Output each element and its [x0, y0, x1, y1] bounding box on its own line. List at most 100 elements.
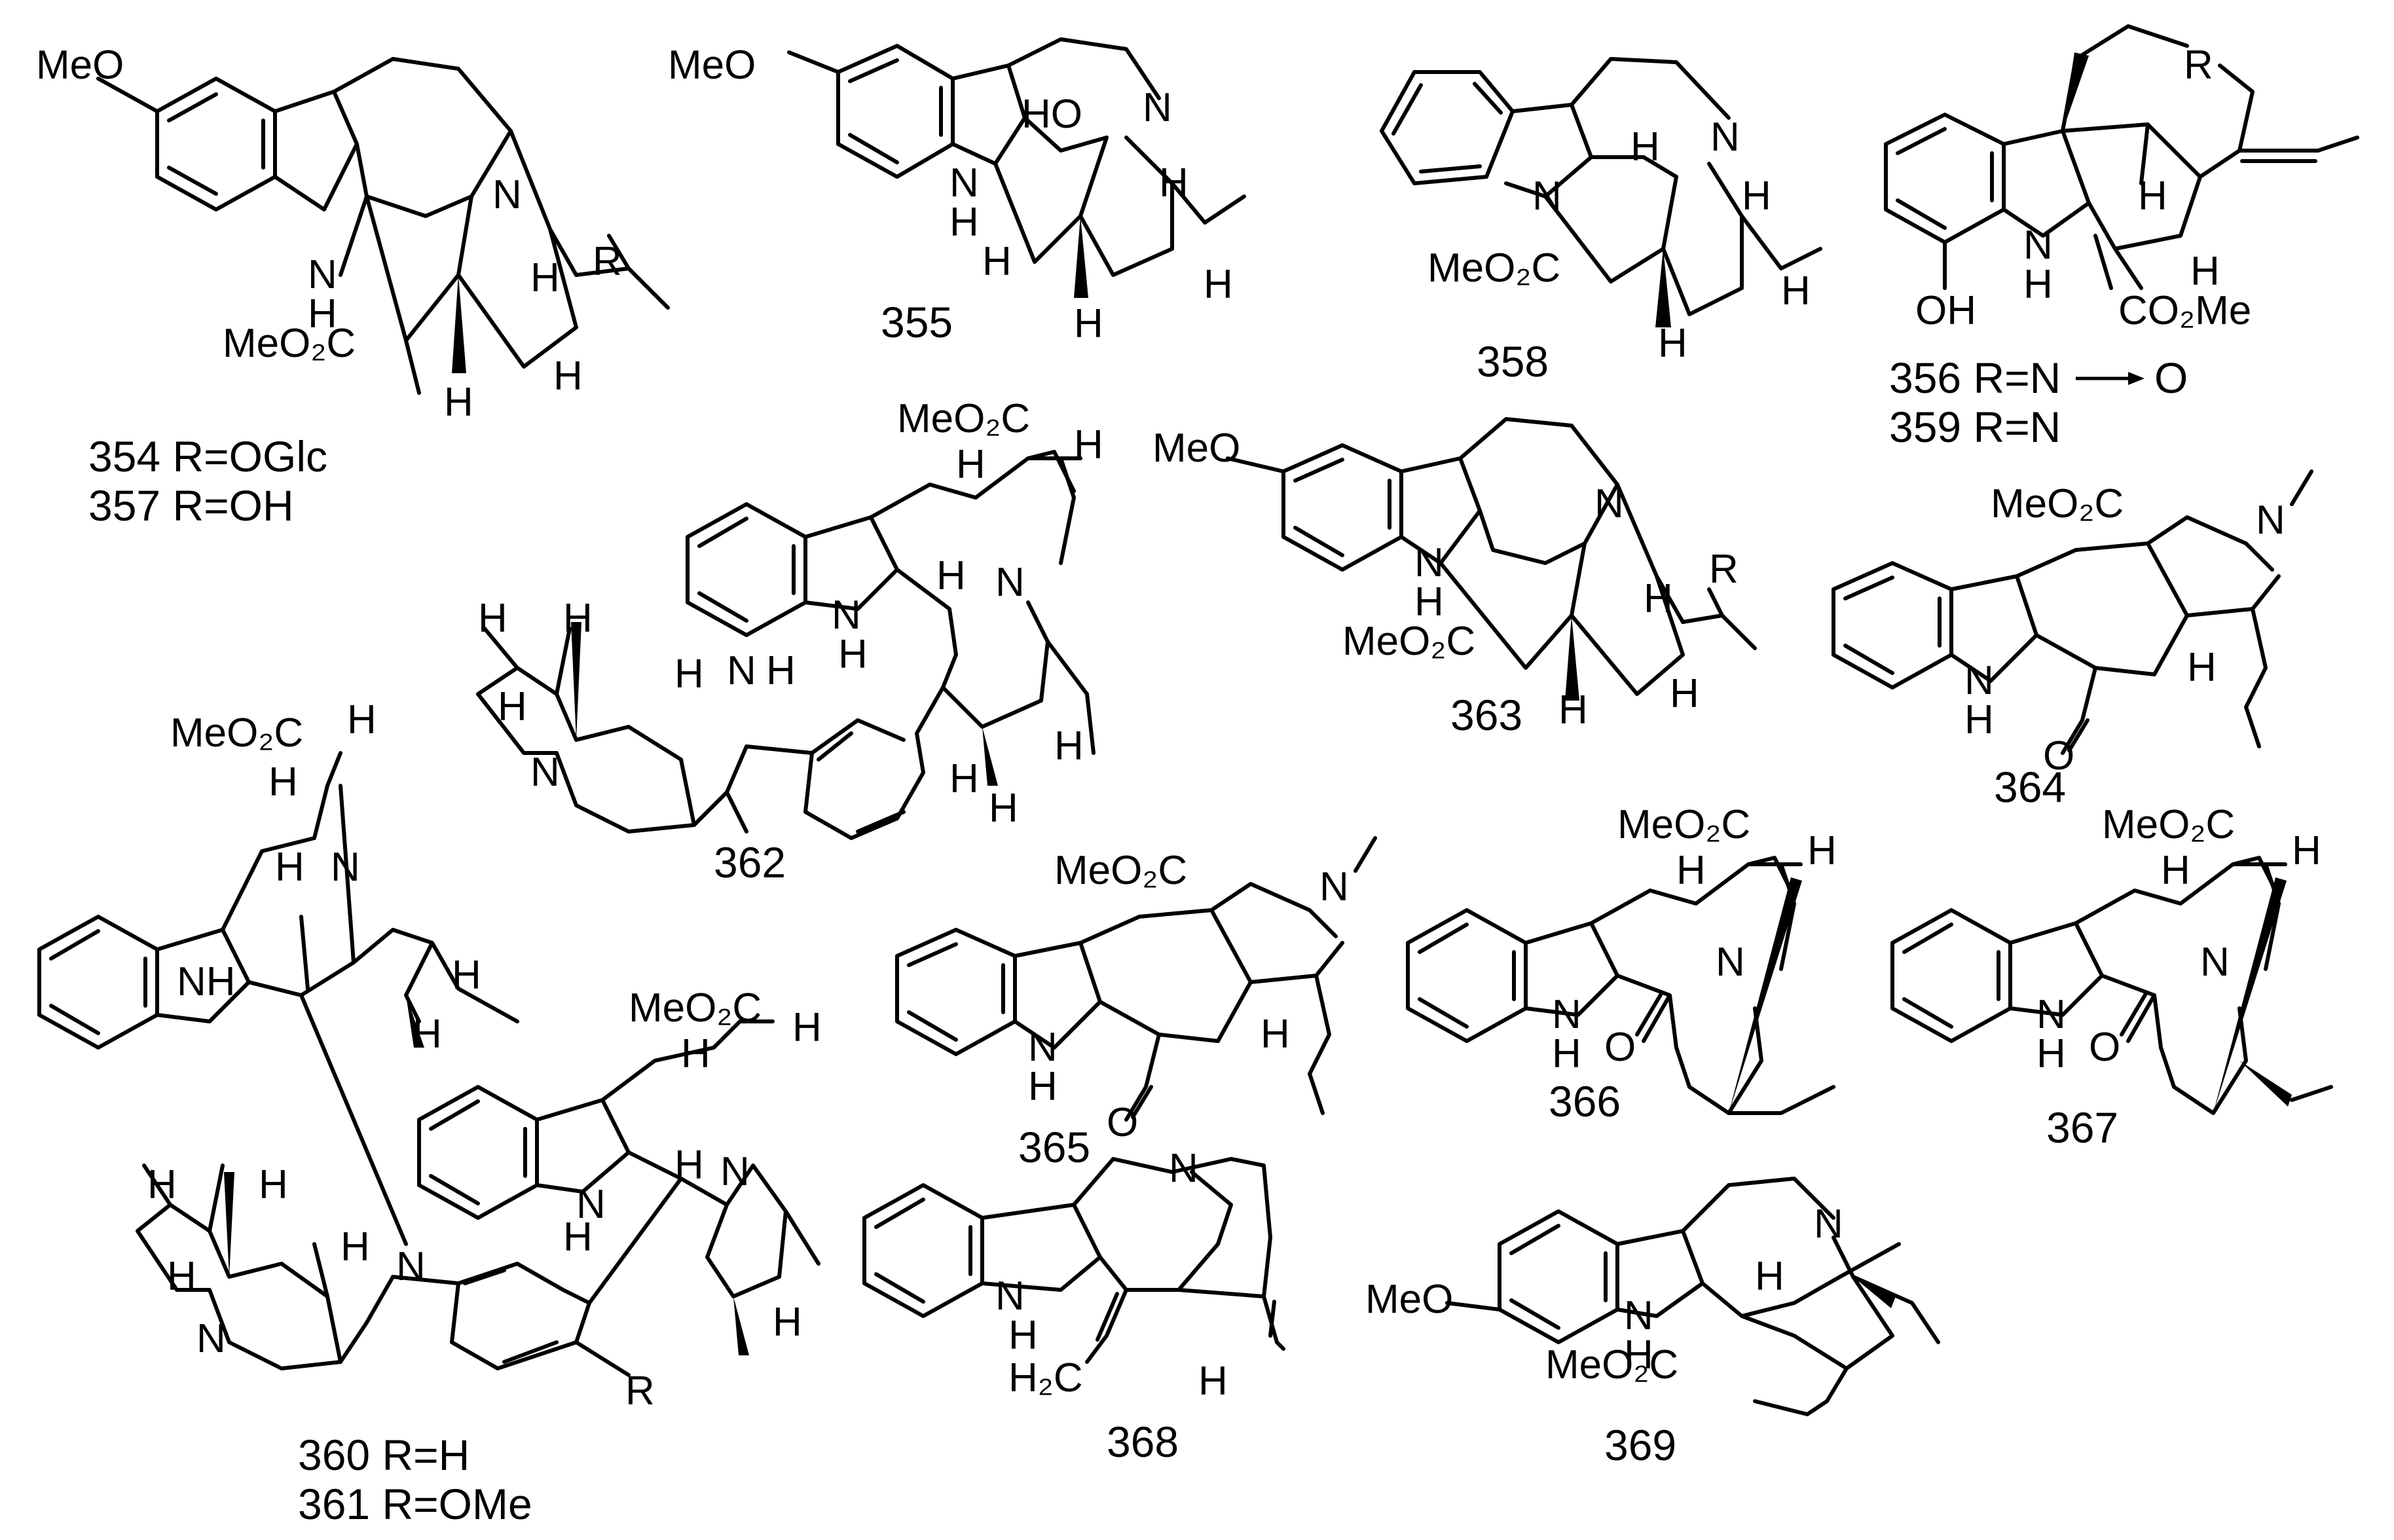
- nh-h-label: H: [563, 1215, 593, 1260]
- h-label: H: [530, 255, 560, 301]
- h-label: H: [1054, 724, 1084, 769]
- nh-h-label: H: [1624, 1332, 1653, 1378]
- n-label: N: [1143, 85, 1172, 130]
- wedge-bond: [224, 1172, 234, 1277]
- h-label: H: [167, 1254, 196, 1299]
- h-label: H: [2190, 249, 2220, 294]
- h-label: H: [989, 786, 1018, 831]
- n-label: N: [2200, 940, 2230, 985]
- compound-356: R H N H H OH CO₂Me 356 R=N O 359 R=N: [1884, 24, 2359, 451]
- n-label: N: [995, 560, 1025, 605]
- ester-label: MeO₂C: [897, 396, 1030, 441]
- wedge-bond: [406, 995, 424, 1048]
- o-label: O: [1107, 1100, 1138, 1145]
- wedge-bond: [1074, 216, 1088, 298]
- methoxy-label: MeO: [1152, 426, 1240, 471]
- h-label: H: [2161, 848, 2190, 893]
- wedge-bond: [1729, 877, 1802, 1113]
- nh-n-label: N: [1552, 992, 1581, 1037]
- nh-n-label: N: [832, 593, 861, 638]
- n-label: N: [1594, 481, 1624, 526]
- methoxy-label: MeO: [668, 43, 756, 88]
- compound-362: MeO₂C H H H N H N H H H H H N N H H H 36…: [476, 396, 1103, 887]
- ester-label: MeO₂C: [1545, 1342, 1678, 1387]
- h-label: H: [268, 760, 298, 805]
- h-label: H: [478, 596, 507, 641]
- arrow-head: [2128, 372, 2145, 385]
- h-label: H: [1159, 160, 1188, 206]
- o-label: O: [2043, 733, 2074, 779]
- n-label: N: [1319, 864, 1349, 909]
- h-label: H: [1755, 1254, 1784, 1299]
- h-label: H: [553, 354, 583, 399]
- wedge-bond: [2213, 877, 2287, 1113]
- ester-label: MeO₂C: [2102, 802, 2235, 847]
- n-label: N: [2256, 498, 2285, 543]
- nh-h-label: H: [949, 200, 979, 245]
- nh-label: NH: [177, 959, 236, 1004]
- wedge-bond: [2063, 52, 2089, 131]
- h-label: H: [936, 553, 966, 598]
- nh-n-label: N: [727, 648, 756, 693]
- n-label: N: [1532, 174, 1562, 219]
- compound-363: MeO N N H R H H H MeO₂C 363: [1152, 417, 1757, 739]
- ester-label: MeO₂C: [1054, 848, 1187, 893]
- compound-number: 366: [1549, 1077, 1621, 1126]
- nh-h-label: H: [1964, 697, 1994, 742]
- h-label: H: [413, 1012, 442, 1057]
- nh-h-label: H: [838, 632, 868, 677]
- compound-number: 355: [881, 298, 953, 346]
- ester-label: MeO₂C: [1617, 802, 1750, 847]
- wedge-bond: [571, 622, 581, 740]
- n-label: N: [530, 750, 560, 795]
- o-label: O: [2089, 1025, 2120, 1070]
- nh-n-label: N: [1028, 1025, 1058, 1070]
- compound-364: MeO₂C N N H H O 364: [1832, 469, 2313, 811]
- h-label: H: [674, 1143, 704, 1188]
- hydroxy-label: HO: [1022, 92, 1082, 137]
- hydroxy-label: OH: [1915, 288, 1976, 333]
- h-label: H: [766, 648, 796, 693]
- compound-366: MeO₂C H H N N H O 366: [1406, 802, 1837, 1126]
- h-label: H: [792, 1005, 822, 1050]
- ester-label: MeO₂C: [1342, 619, 1475, 664]
- nh-h-label: H: [2036, 1031, 2066, 1076]
- compound-number: 363: [1450, 691, 1522, 739]
- compound-number: 354 R=OGlc: [88, 432, 327, 481]
- h-label: H: [2187, 645, 2217, 690]
- compound-number: 369: [1604, 1421, 1676, 1469]
- nh-n-label: N: [2023, 223, 2053, 268]
- n-label: N: [1169, 1146, 1198, 1191]
- wedge-bond: [1655, 249, 1671, 327]
- methoxy-label: MeO: [36, 43, 124, 88]
- compound-number: 357 R=OH: [88, 481, 294, 530]
- n-label: N: [492, 172, 522, 217]
- r-label: R: [1709, 547, 1739, 592]
- h-label: H: [341, 1224, 370, 1270]
- h-label: H: [1781, 268, 1811, 314]
- h-label: H: [674, 651, 704, 697]
- ester-label: MeO₂C: [170, 710, 303, 756]
- h-label: H: [1558, 688, 1588, 733]
- nh-h-label: H: [1552, 1031, 1581, 1076]
- nh-h-label: H: [2023, 262, 2053, 307]
- h-label: H: [1261, 1012, 1290, 1057]
- h-label: H: [1630, 124, 1660, 170]
- compound-368: N N H H₂C H 368: [862, 1146, 1285, 1466]
- n-label: N: [1716, 940, 1745, 985]
- h-label: H: [1644, 576, 1673, 621]
- compound-number: 368: [1107, 1418, 1179, 1466]
- compound-number: 365: [1018, 1123, 1090, 1171]
- n-label: N: [396, 1244, 426, 1289]
- wedge-bond: [2239, 1061, 2292, 1107]
- nh-n-label: N: [576, 1182, 606, 1227]
- h-label: H: [275, 845, 304, 890]
- h-label: H: [2292, 828, 2321, 873]
- h-label: H: [444, 380, 473, 425]
- h-label: H: [773, 1300, 802, 1345]
- h-label: H: [982, 239, 1012, 284]
- ester-label: MeO₂C: [1427, 246, 1560, 291]
- o-label: O: [1604, 1025, 1636, 1070]
- nh-n-label: N: [1964, 658, 1994, 703]
- compound-369: MeO N N H H MeO₂C 369: [1365, 1177, 1940, 1469]
